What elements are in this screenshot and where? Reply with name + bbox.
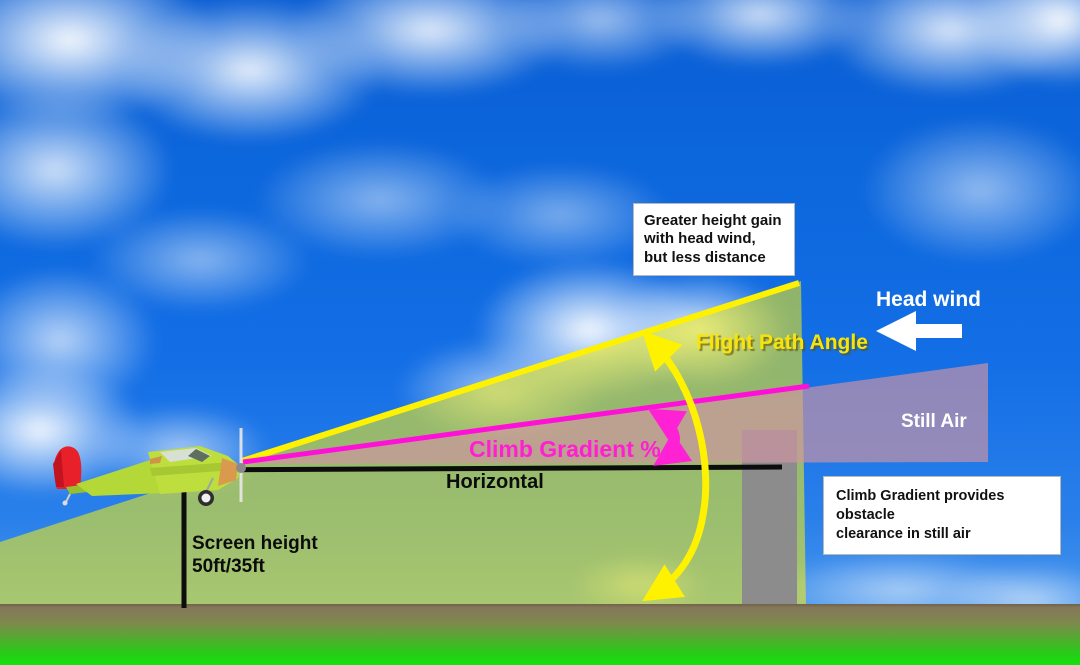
head-wind-label: Head wind — [876, 288, 982, 311]
climb-gradient-label: Climb Gradient % — [469, 436, 661, 462]
flight-path-angle-arc — [641, 330, 710, 602]
horizontal-label: Horizontal — [446, 471, 544, 493]
headwind-note-box: Greater height gain with head wind, but … — [633, 203, 795, 276]
flight-path-line — [241, 280, 800, 464]
screen-height-label: Screen height 50ft/35ft — [192, 533, 318, 577]
head-wind-arrow-icon — [876, 311, 962, 351]
still-air-note-box: Climb Gradient provides obstacle clearan… — [823, 476, 1061, 555]
still-air-label: Still Air — [901, 411, 967, 432]
airplane — [53, 428, 246, 506]
flight-path-angle-label: Flight Path Angle — [696, 331, 868, 354]
ground — [0, 604, 1080, 665]
climb-gradient-line — [242, 383, 810, 465]
